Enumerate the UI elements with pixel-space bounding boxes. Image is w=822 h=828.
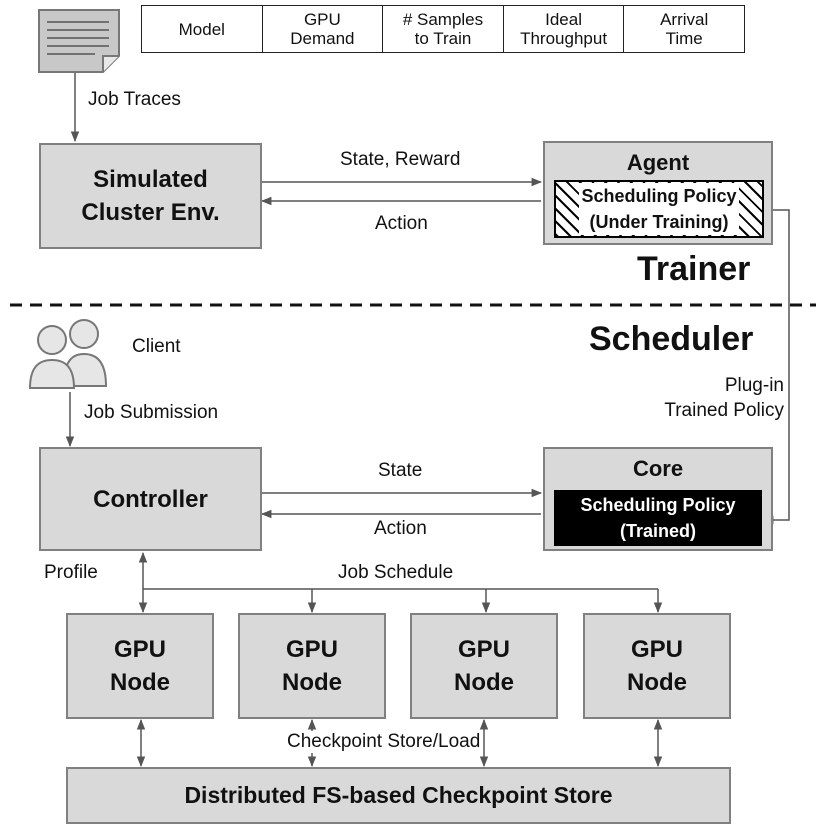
gpu-node-label: GPU Node: [282, 636, 342, 696]
client-label: Client: [132, 336, 181, 357]
trainer-action-label: Action: [375, 213, 428, 234]
plug-in-arrow: [762, 209, 790, 525]
training-policy-label: Scheduling Policy (Under Training): [579, 183, 739, 235]
gpu-node-4: GPU Node: [583, 613, 731, 719]
gpu-node-label: GPU Node: [454, 636, 514, 696]
gpu-node-label: GPU Node: [110, 636, 170, 696]
plug-in-label: Plug-in Trained Policy: [664, 375, 784, 421]
state-label: State: [378, 460, 423, 481]
field-ideal-throughput: Ideal Throughput: [504, 6, 625, 52]
training-policy: Scheduling Policy (Under Training): [554, 180, 764, 238]
controller-label: Controller: [93, 485, 208, 513]
scheduler-title: Scheduler: [589, 320, 754, 358]
agent-title: Agent: [626, 150, 690, 175]
trained-policy: Scheduling Policy (Trained): [554, 490, 762, 546]
profile-label: Profile: [44, 562, 98, 583]
job-trace-fields: Model GPU Demand # Samples to Train Idea…: [141, 5, 745, 53]
document-icon: [38, 9, 120, 73]
state-reward-label: State, Reward: [340, 149, 461, 170]
job-submission-label: Job Submission: [84, 402, 219, 423]
simulated-cluster-env-label: Simulated Cluster Env.: [81, 166, 220, 226]
gpu-node-label: GPU Node: [627, 636, 687, 696]
gpu-node-1: GPU Node: [66, 613, 214, 719]
job-traces-label: Job Traces: [88, 89, 181, 110]
client-icon: [28, 319, 108, 389]
checkpoint-store-load-label: Checkpoint Store/Load: [285, 731, 483, 753]
field-gpu-demand: GPU Demand: [263, 6, 384, 52]
controller-box: Controller: [39, 447, 262, 551]
field-model: Model: [142, 6, 263, 52]
scheduler-action-label: Action: [374, 518, 427, 539]
checkpoint-store-label: Distributed FS-based Checkpoint Store: [184, 782, 613, 808]
job-schedule-label: Job Schedule: [338, 562, 454, 583]
gpu-node-2: GPU Node: [238, 613, 386, 719]
gpu-node-3: GPU Node: [410, 613, 558, 719]
checkpoint-store-box: Distributed FS-based Checkpoint Store: [66, 767, 731, 824]
core-title: Core: [632, 456, 684, 481]
field-arrival-time: Arrival Time: [660, 10, 709, 48]
simulated-cluster-env-box: Simulated Cluster Env.: [39, 143, 262, 249]
trained-policy-label: Scheduling Policy (Trained): [580, 495, 736, 541]
field-samples-to-train: # Samples to Train: [383, 6, 504, 52]
trainer-title: Trainer: [637, 250, 751, 288]
